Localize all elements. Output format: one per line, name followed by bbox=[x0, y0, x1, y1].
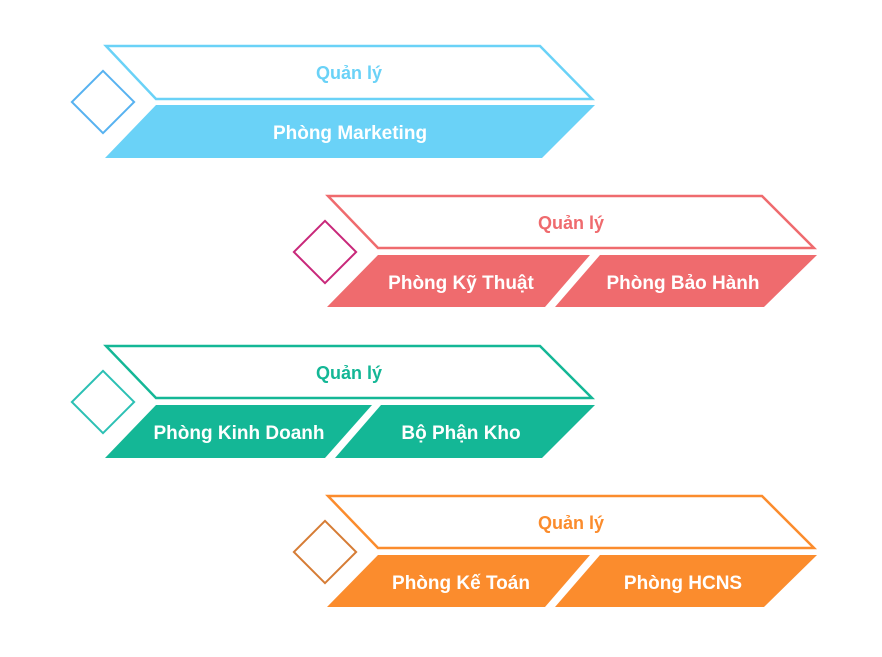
department-label: Phòng Kỹ Thuật bbox=[388, 273, 534, 294]
header-label: Quản lý bbox=[316, 63, 382, 83]
department-label: Phòng HCNS bbox=[624, 573, 742, 594]
department-box bbox=[105, 405, 372, 458]
department-box bbox=[555, 555, 817, 607]
diamond-icon bbox=[70, 369, 136, 435]
department-box bbox=[105, 105, 595, 158]
header-banner bbox=[103, 344, 596, 400]
department-label: Phòng Kế Toán bbox=[392, 573, 530, 594]
group-accounting: Quản lý Phòng Kế Toán Phòng HCNS bbox=[292, 494, 818, 607]
header-label: Quản lý bbox=[316, 363, 382, 383]
department-label: Phòng Bảo Hành bbox=[606, 273, 759, 294]
department-box bbox=[335, 405, 595, 458]
group-technical: Quản lý Phòng Kỹ Thuật Phòng Bảo Hành bbox=[292, 194, 818, 307]
department-box bbox=[327, 255, 590, 307]
header-banner bbox=[325, 194, 818, 250]
header-banner bbox=[325, 494, 818, 550]
department-box bbox=[327, 555, 590, 607]
header-banner bbox=[103, 44, 595, 101]
group-marketing: Quản lý Phòng Marketing bbox=[70, 44, 595, 158]
diamond-icon bbox=[292, 519, 358, 585]
header-label: Quản lý bbox=[538, 513, 604, 533]
diamond-icon bbox=[292, 219, 358, 285]
diamond-icon bbox=[70, 69, 136, 135]
header-label: Quản lý bbox=[538, 213, 604, 233]
group-sales: Quản lý Phòng Kinh Doanh Bộ Phận Kho bbox=[70, 344, 596, 458]
department-label: Phòng Marketing bbox=[273, 123, 427, 144]
department-label: Bộ Phận Kho bbox=[401, 423, 520, 444]
department-label: Phòng Kinh Doanh bbox=[154, 423, 325, 444]
department-box bbox=[555, 255, 817, 307]
